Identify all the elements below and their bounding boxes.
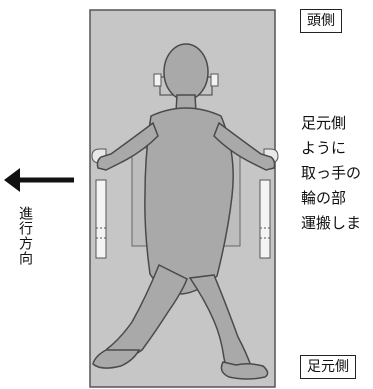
head-bracket-left-tab [153, 73, 162, 87]
description-line-3: 取っ手の [301, 164, 362, 182]
foot-side-label: 足元側 [300, 355, 356, 379]
description-text: 足元側 ように 取っ手の 輪の部 運搬しま [301, 111, 373, 236]
description-line-2: ように [301, 139, 347, 157]
description-line-1: 足元側 [301, 114, 347, 132]
description-line-4: 輪の部 [301, 189, 347, 207]
description-line-5: 運搬しま [301, 214, 362, 232]
direction-label: 進行方向 [17, 206, 33, 266]
right-side-rail [259, 179, 271, 259]
left-side-rail [95, 179, 107, 259]
head-bracket-right-tab [210, 73, 219, 87]
direction-arrow [4, 168, 74, 192]
person-silhouette [92, 43, 276, 380]
head-side-label: 頭側 [300, 9, 342, 33]
